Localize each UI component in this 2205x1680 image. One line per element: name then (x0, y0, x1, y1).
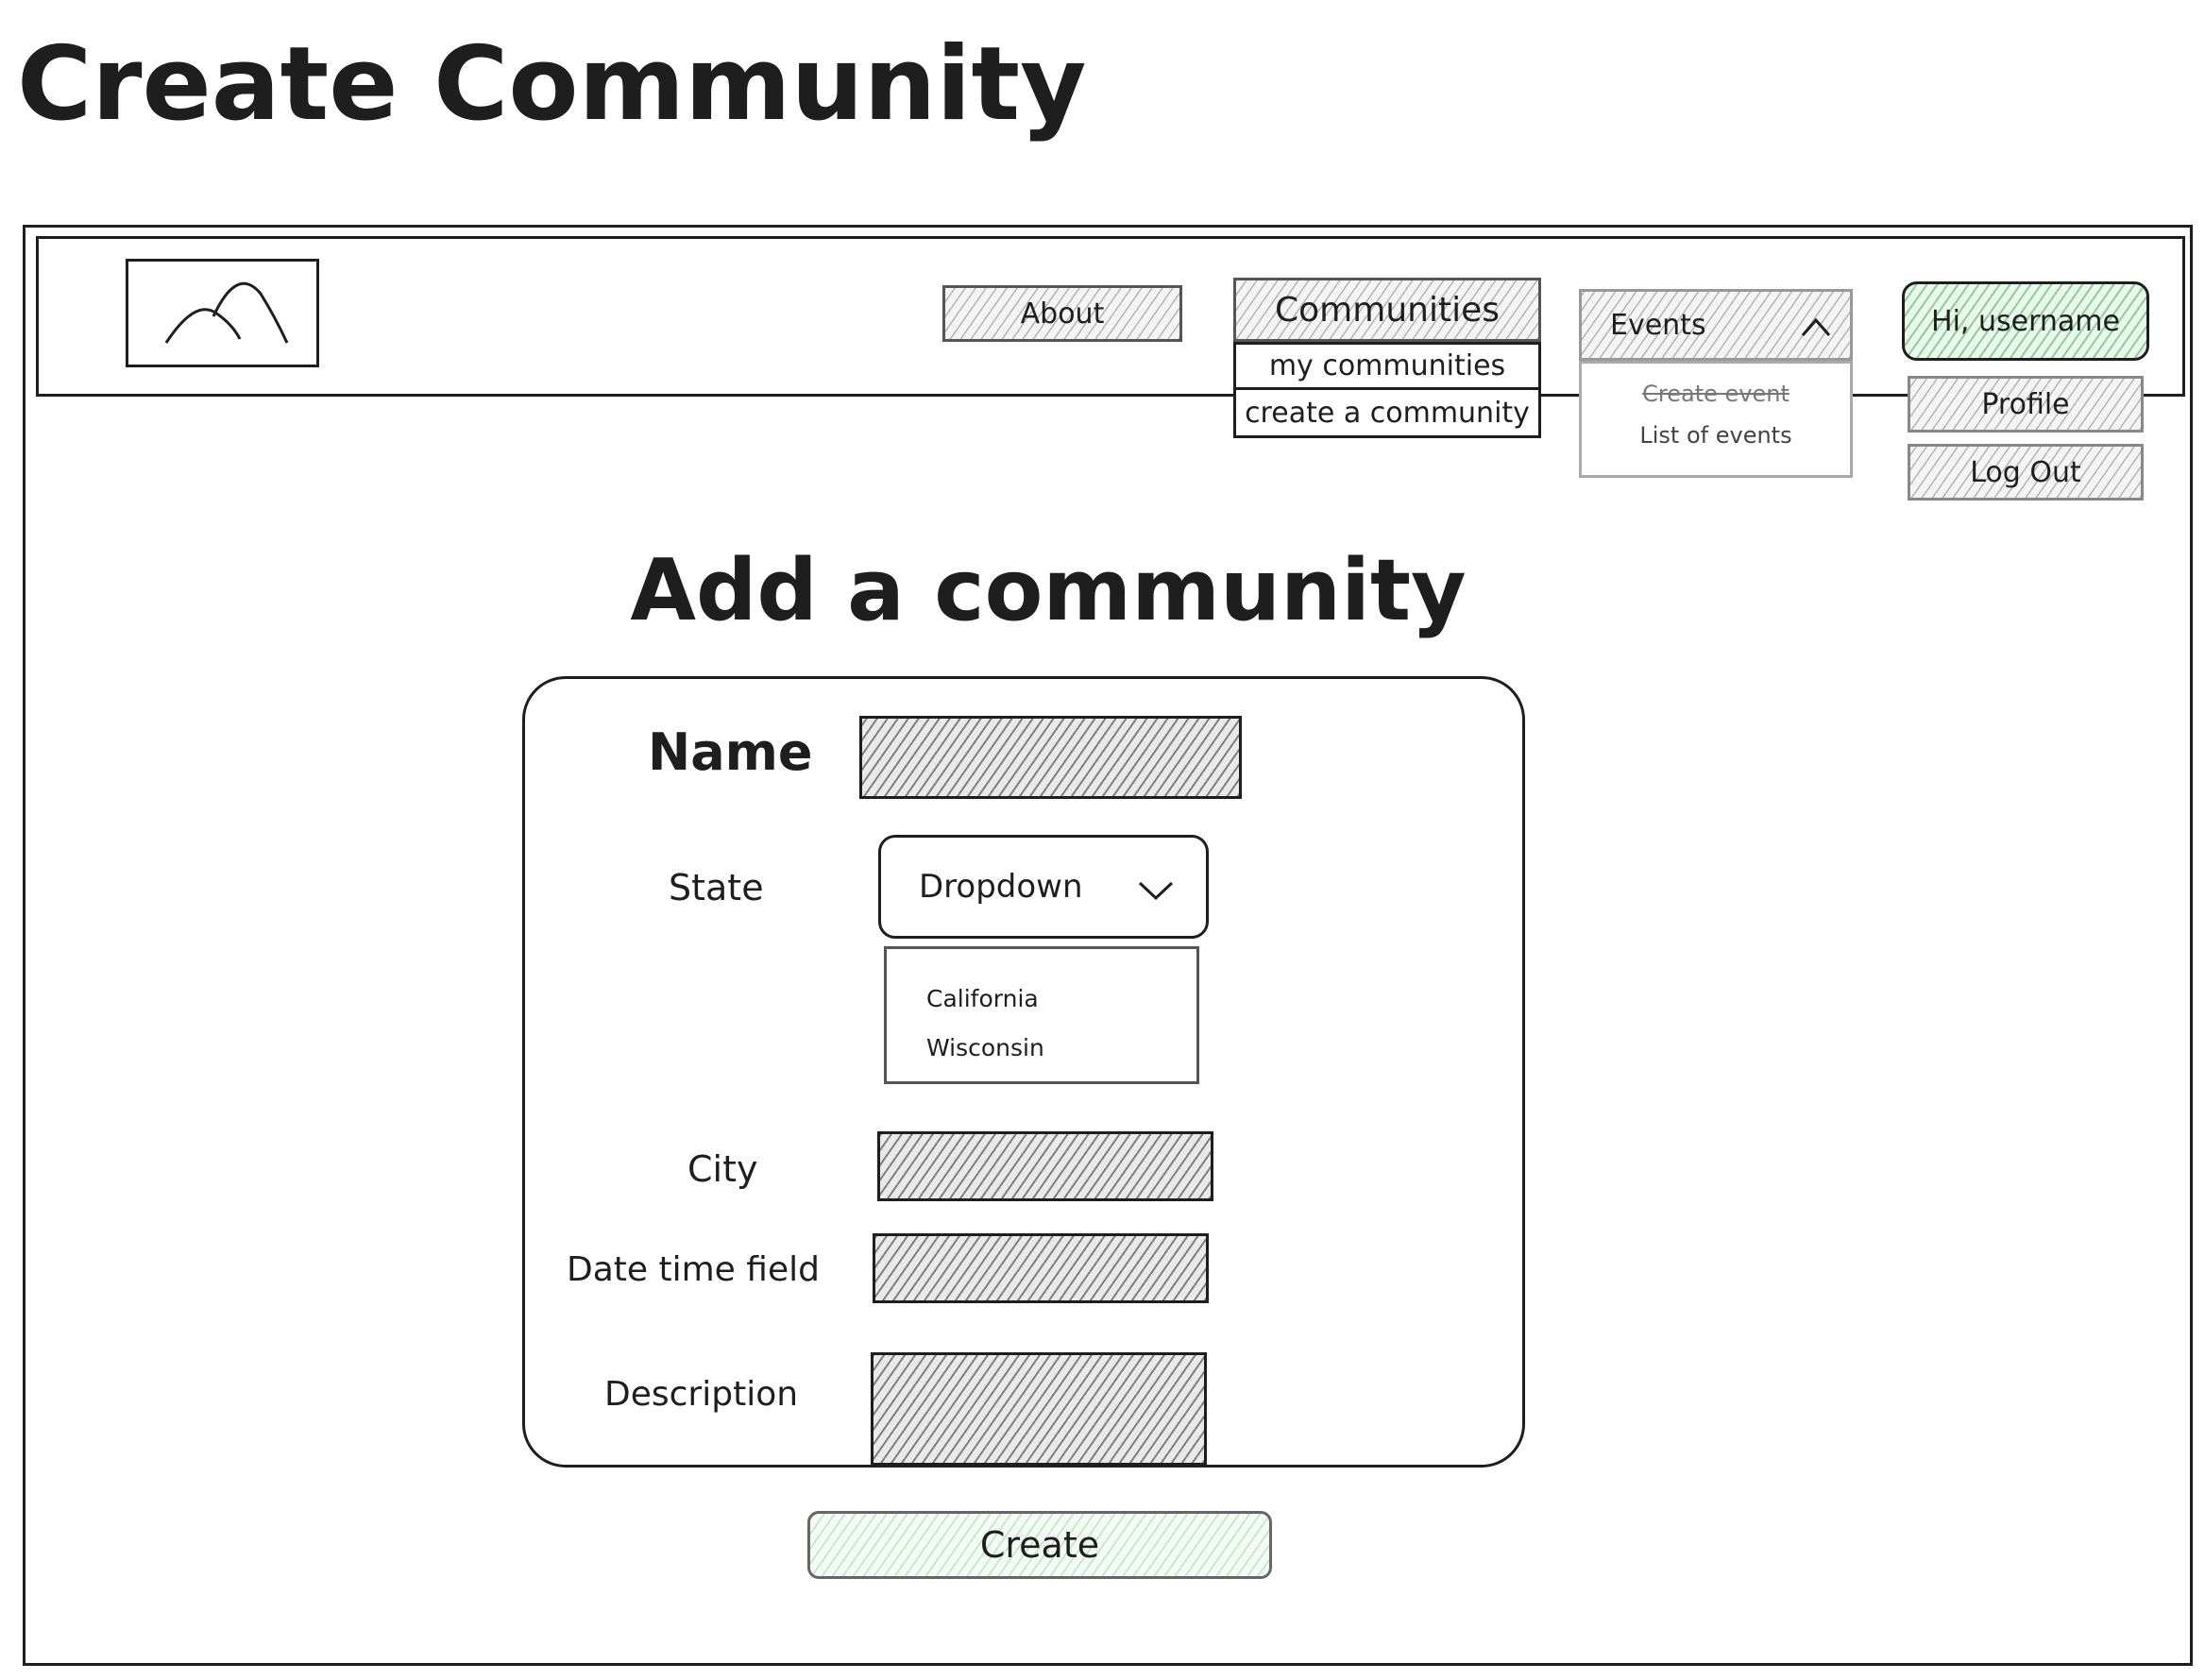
profile-button[interactable]: Profile (1908, 376, 2144, 433)
profile-label: Profile (1981, 387, 2070, 421)
nav-events-button[interactable]: Events (1579, 289, 1853, 361)
menu-item-create-event[interactable]: Create event (1582, 377, 1850, 411)
state-option-california[interactable]: California (926, 984, 1039, 1012)
page-title: Create Community (17, 25, 1087, 144)
mountain-logo-icon (164, 281, 289, 344)
menu-item-my-communities-label: my communities (1268, 349, 1506, 382)
name-label: Name (648, 721, 813, 782)
logout-label: Log Out (1970, 455, 2081, 489)
logout-button[interactable]: Log Out (1908, 444, 2144, 501)
user-greeting-label: Hi, username (1931, 304, 2120, 338)
description-textarea[interactable] (871, 1352, 1207, 1466)
menu-item-create-event-label: Create event (1642, 381, 1789, 407)
state-option-wisconsin[interactable]: Wisconsin (926, 1033, 1044, 1061)
create-button-label: Create (979, 1524, 1100, 1566)
chevron-up-icon (1801, 317, 1831, 336)
datetime-input[interactable] (873, 1233, 1209, 1303)
description-label: Description (604, 1374, 799, 1414)
menu-item-my-communities[interactable]: my communities (1236, 345, 1538, 390)
logo[interactable] (126, 259, 319, 367)
state-label: State (669, 867, 764, 908)
chevron-down-icon (1138, 881, 1174, 901)
state-dropdown[interactable]: Dropdown (878, 835, 1209, 939)
nav-about-button[interactable]: About (942, 285, 1182, 342)
nav-events-label: Events (1610, 308, 1706, 342)
header-bar (36, 236, 2185, 397)
nav-communities-label: Communities (1275, 290, 1500, 330)
window-frame (23, 225, 2193, 1666)
form-heading: Add a community (630, 540, 1467, 640)
state-options-list: California Wisconsin (884, 946, 1199, 1084)
user-greeting-button[interactable]: Hi, username (1902, 281, 2149, 361)
datetime-label: Date time field (567, 1249, 820, 1289)
communities-menu: my communities create a community (1233, 342, 1541, 438)
nav-communities-button[interactable]: Communities (1233, 278, 1541, 342)
create-button[interactable]: Create (807, 1511, 1272, 1579)
nav-about-label: About (1020, 297, 1105, 331)
menu-item-list-events[interactable]: List of events (1582, 416, 1850, 454)
state-dropdown-value: Dropdown (919, 868, 1083, 906)
events-menu: Create event List of events (1579, 361, 1853, 478)
city-label: City (687, 1148, 758, 1190)
city-input[interactable] (877, 1131, 1213, 1201)
menu-item-create-community-label: create a community (1245, 396, 1530, 430)
form-card (522, 676, 1525, 1468)
menu-item-create-community[interactable]: create a community (1236, 390, 1538, 435)
menu-item-list-events-label: List of events (1639, 422, 1792, 449)
name-input[interactable] (859, 716, 1242, 799)
